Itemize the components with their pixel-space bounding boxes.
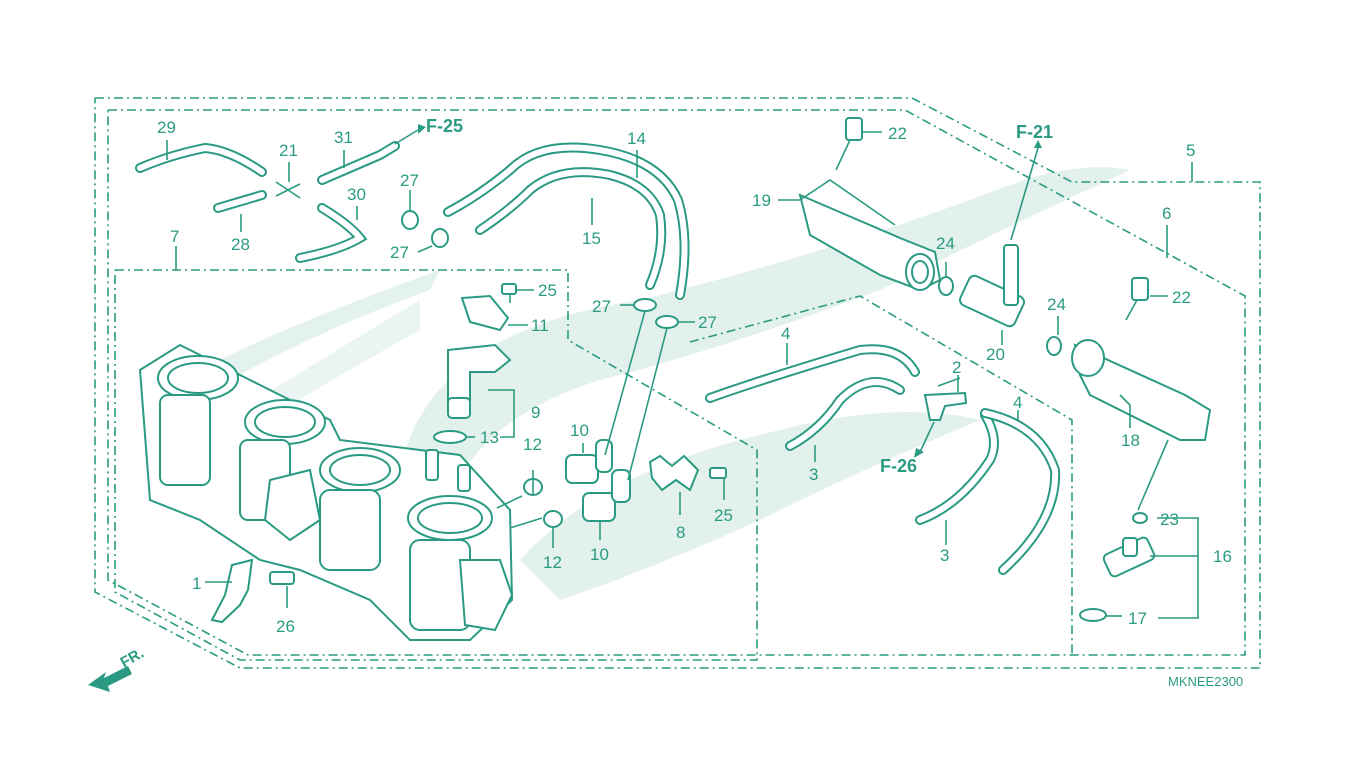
callout-labels: 29 21 31 30 28 27 27 27 27 14 15 7 25 11… [157, 118, 1232, 636]
callout-29: 29 [157, 118, 176, 137]
small-hoses-28-31 [135, 140, 400, 263]
callout-14: 14 [627, 129, 646, 148]
bolt-part-22b [1125, 277, 1168, 321]
callout-1: 1 [192, 574, 201, 593]
callout-26: 26 [276, 617, 295, 636]
front-direction-arrow: FR. [88, 645, 147, 692]
hoses-3-4 [705, 343, 1061, 575]
callout-31: 31 [334, 128, 353, 147]
callout-28: 28 [231, 235, 250, 254]
injector-part-16 [1079, 512, 1199, 622]
callout-17: 17 [1128, 609, 1147, 628]
assembly-frames [94, 97, 1261, 669]
callout-11: 11 [531, 316, 549, 335]
callout-25b: 25 [714, 506, 733, 525]
callout-21: 21 [279, 141, 298, 160]
ref-f21-label[interactable]: F-21 [1016, 122, 1053, 142]
callout-13: 13 [480, 428, 499, 447]
callout-25a: 25 [538, 281, 557, 300]
sensor-part-9 [433, 343, 515, 444]
callout-12a: 12 [523, 435, 542, 454]
oring-part-24b [1046, 316, 1062, 356]
callout-27d: 27 [698, 313, 717, 332]
joint-part-2 [914, 375, 968, 458]
fuel-rail-part-18 [1071, 339, 1212, 511]
callout-2: 2 [952, 358, 961, 377]
ref-f25-label[interactable]: F-25 [426, 116, 463, 136]
f25-arrow [394, 124, 426, 145]
drawing-code: MKNEE2300 [1168, 674, 1243, 689]
sensor-cover-part-11 [460, 283, 534, 332]
bolt-part-26 [269, 571, 295, 608]
callout-20: 20 [986, 345, 1005, 364]
bracket-part-1 [205, 558, 254, 624]
callout-7: 7 [170, 227, 179, 246]
callout-15: 15 [582, 229, 601, 248]
callout-23: 23 [1160, 510, 1179, 529]
callout-5: 5 [1186, 141, 1195, 160]
callout-12b: 12 [543, 553, 562, 572]
callout-6: 6 [1162, 204, 1171, 223]
vacuum-hoses-14-15 [443, 142, 690, 300]
callout-24b: 24 [1047, 295, 1066, 314]
callout-4b: 4 [1013, 393, 1022, 412]
callout-10b: 10 [590, 545, 609, 564]
callout-30: 30 [347, 185, 366, 204]
callout-24a: 24 [936, 234, 955, 253]
callout-10a: 10 [570, 421, 589, 440]
clip-part-8 [648, 454, 727, 515]
ref-f26-label[interactable]: F-26 [880, 456, 917, 476]
callout-4a: 4 [781, 324, 790, 343]
injector-parts-10-12 [496, 439, 631, 548]
callout-27c: 27 [592, 297, 611, 316]
callout-27b: 27 [390, 243, 409, 262]
callout-22b: 22 [1172, 288, 1191, 307]
callout-9: 9 [531, 403, 540, 422]
callout-8: 8 [676, 523, 685, 542]
callout-3a: 3 [809, 465, 818, 484]
oring-part-24a [938, 262, 954, 296]
front-arrow-label: FR. [118, 645, 147, 672]
callout-22a: 22 [888, 124, 907, 143]
fuel-rail-part-19 [778, 179, 942, 292]
clamps-27 [401, 190, 695, 481]
assembly-leaders [175, 162, 1193, 270]
watermark-logo [400, 167, 1130, 600]
callout-16: 16 [1213, 547, 1232, 566]
callout-27a: 27 [400, 171, 419, 190]
throttle-body-assembly [138, 343, 514, 641]
callout-18: 18 [1121, 431, 1140, 450]
bolt-part-22a [835, 117, 882, 171]
joint-part-20 [959, 140, 1042, 345]
callout-19: 19 [752, 191, 771, 210]
callout-3b: 3 [940, 546, 949, 565]
